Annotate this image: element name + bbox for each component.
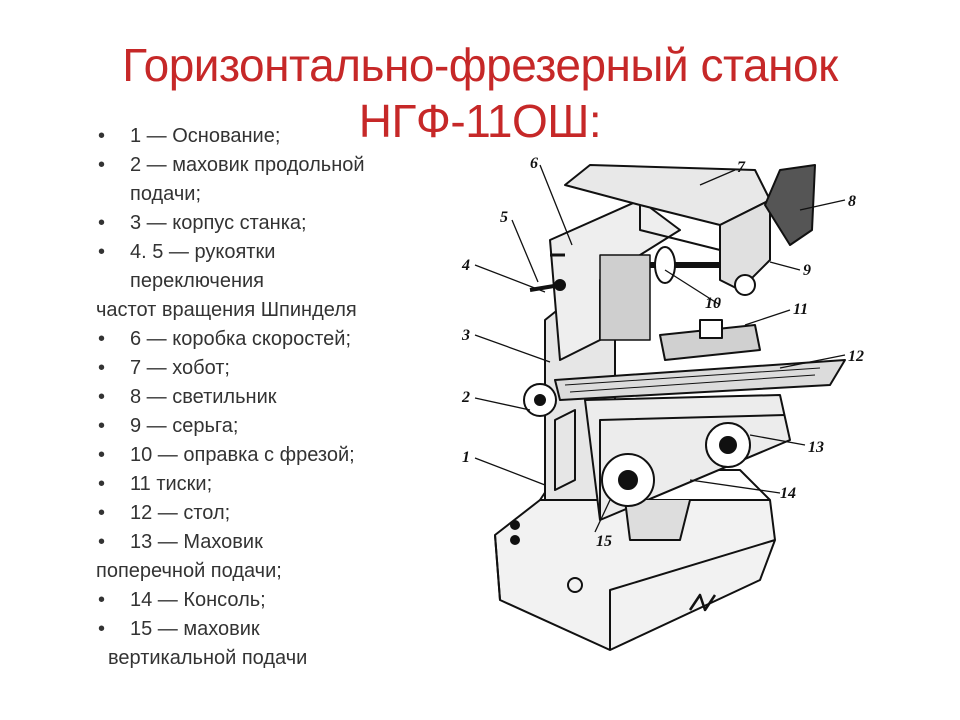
legend-item: • 15 — маховик <box>96 615 426 644</box>
bullet-icon: • <box>98 415 106 437</box>
callout-number: 5 <box>500 209 508 226</box>
legend-item: • 2 — маховик продольной <box>96 151 426 180</box>
callout-number: 7 <box>737 159 746 176</box>
callout-number: 9 <box>803 262 811 279</box>
bullet-icon: • <box>98 125 106 147</box>
legend-item-text: 12 — стол; <box>130 502 231 524</box>
legend-item: • 6 — коробка скоростей; <box>96 325 426 354</box>
legend-item: частот вращения Шпинделя <box>96 296 426 325</box>
legend-item-text: 13 — Маховик <box>130 531 263 553</box>
legend-item: • 13 — Маховик <box>96 528 426 557</box>
callout-number: 14 <box>780 485 796 502</box>
callout-number: 8 <box>848 193 856 210</box>
legend-item-text: 1 — Основание; <box>130 125 281 147</box>
legend-item: • 9 — серьга; <box>96 412 426 441</box>
legend-item-text: 6 — коробка скоростей; <box>130 328 352 350</box>
page-title: Горизонтально-фрезерный станок <box>122 39 838 91</box>
bullet-icon: • <box>98 531 106 553</box>
vise <box>659 324 761 361</box>
callout-number: 13 <box>808 439 824 456</box>
legend-item: вертикальной подачи <box>96 644 426 673</box>
callout-number: 6 <box>530 155 538 172</box>
legend-item-text: поперечной подачи; <box>96 560 282 582</box>
legend-item-text: 2 — маховик продольной <box>130 154 365 176</box>
legend-item: подачи; <box>96 180 426 209</box>
legend-item: • 12 — стол; <box>96 499 426 528</box>
legend-item-text: переключения <box>130 270 264 292</box>
bullet-icon: • <box>98 212 106 234</box>
bullet-icon: • <box>98 473 106 495</box>
callout-number: 12 <box>848 348 864 365</box>
legend-item-text: 11 тиски; <box>130 473 213 495</box>
bullet-icon: • <box>98 241 106 263</box>
legend-item-text: 4. 5 — рукоятки <box>130 241 276 263</box>
arbor-support <box>719 199 771 291</box>
legend-item: поперечной подачи; <box>96 557 426 586</box>
legend-item: • 14 — Консоль; <box>96 586 426 615</box>
bullet-icon: • <box>98 154 106 176</box>
callout-number: 15 <box>596 533 612 550</box>
callout-number: 11 <box>793 301 808 318</box>
legend-item-text: 7 — хобот; <box>130 357 230 379</box>
legend-item-text: 9 — серьга; <box>130 415 239 437</box>
callout-number: 2 <box>461 389 470 406</box>
callout-number: 3 <box>461 327 470 344</box>
legend-item: • 8 — светильник <box>96 383 426 412</box>
legend-item: • 7 — хобот; <box>96 354 426 383</box>
bullet-icon: • <box>98 357 106 379</box>
legend-item: • 11 тиски; <box>96 470 426 499</box>
legend-item: • 1 — Основание; <box>96 122 426 151</box>
legend-item: • 4. 5 — рукоятки <box>96 238 426 267</box>
table <box>554 359 846 401</box>
bullet-icon: • <box>98 618 106 640</box>
legend-item-text: частот вращения Шпинделя <box>96 299 357 321</box>
parts-legend: • 1 — Основание; • 2 — маховик продольной по… <box>96 122 426 673</box>
bullet-icon: • <box>98 328 106 350</box>
bullet-icon: • <box>98 386 106 408</box>
bullet-icon: • <box>98 589 106 611</box>
legend-item-text: 3 — корпус станка; <box>130 212 307 234</box>
legend-item-text: 14 — Консоль; <box>130 589 266 611</box>
lamp <box>764 164 816 246</box>
legend-item-text: 8 — светильник <box>130 386 277 408</box>
legend-item: • 3 — корпус станка; <box>96 209 426 238</box>
callout-number: 10 <box>705 295 721 312</box>
bullet-icon: • <box>98 444 106 466</box>
cutter <box>654 246 676 284</box>
callout-number: 1 <box>462 449 470 466</box>
bullet-icon: • <box>98 502 106 524</box>
page-subtitle-model: НГФ-11ОШ: <box>358 95 602 147</box>
callout-number: 4 <box>461 257 470 274</box>
legend-item-text: 10 — оправка с фрезой; <box>130 444 355 466</box>
legend-item-text: подачи; <box>130 183 202 205</box>
legend-item-text: вертикальной подачи <box>108 647 308 669</box>
legend-item: • 10 — оправка с фрезой; <box>96 441 426 470</box>
legend-item-text: 15 — маховик <box>130 618 260 640</box>
legend-item: переключения <box>96 267 426 296</box>
